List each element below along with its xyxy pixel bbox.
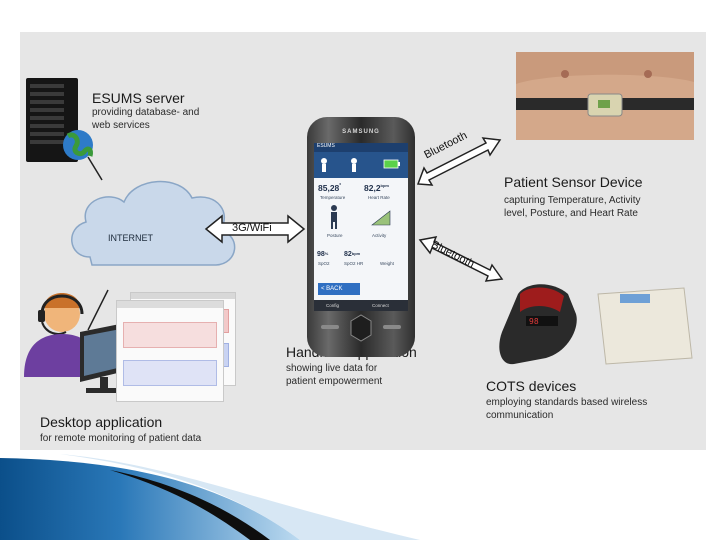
server-title: ESUMS server — [92, 90, 185, 106]
desktop-desc-line-1: for remote monitoring of patient data — [40, 433, 202, 445]
back-button[interactable]: < BACK — [318, 283, 360, 295]
weight-label: Weight — [380, 261, 394, 266]
phone-app-name: ESUMS — [317, 143, 335, 149]
cots-title: COTS devices — [486, 378, 577, 394]
desktop-screenshot-window-2 — [116, 300, 224, 402]
bluetooth-arrow-cots — [418, 236, 504, 282]
internet-cloud — [71, 180, 236, 266]
diagram-panel: 98 INTERNET 3G/WiFi Bluetooth Blue — [20, 32, 706, 450]
phone-side-keys — [321, 325, 401, 329]
server-desc-line-2: web services — [92, 120, 150, 132]
temperature-value: 85,28° — [318, 183, 342, 193]
phone-brand-logo: SAMSUNG — [342, 129, 380, 135]
phone-status-bar: ESUMS — [314, 143, 408, 152]
svg-text:98: 98 — [529, 317, 539, 326]
slide-swoosh-decoration — [0, 454, 420, 540]
phone-footer-bar: Config Connect — [314, 300, 408, 311]
connect-button[interactable]: Connect — [372, 303, 389, 308]
server-desc-line-1: providing database- and — [92, 107, 200, 119]
activity-icon — [371, 210, 391, 226]
phone-home-button-icon — [350, 314, 372, 342]
heart-rate-value: 82,2bpm — [364, 183, 389, 193]
temperature-label: Temperature — [320, 195, 346, 200]
cots-desc-line-1: employing standards based wireless — [486, 397, 648, 409]
internet-phone-arrow — [204, 214, 306, 244]
battery-icon — [383, 159, 400, 169]
sensor-desc-line-2: level, Posture, and Heart Rate — [504, 208, 638, 220]
config-button[interactable]: Config — [326, 303, 340, 308]
handheld-desc-line-1: showing live data for — [286, 363, 378, 375]
sensor-desc-line-1: capturing Temperature, Activity — [504, 195, 641, 207]
handheld-desc-line-2: patient empowerment — [286, 376, 383, 388]
spo2-label: SpO2 — [318, 261, 330, 266]
handheld-phone-photo: SAMSUNG ESUMS 85,28° — [307, 117, 415, 357]
server-cloud-line — [87, 156, 103, 181]
wifi-link-label: 3G/WiFi — [232, 222, 272, 234]
phone-device-status-row — [314, 152, 408, 178]
desktop-caption: Desktop application for remote monitorin… — [40, 414, 201, 445]
posture-label: Posture — [327, 233, 343, 238]
cots-desc-line-2: communication — [486, 410, 554, 422]
phone-screen: ESUMS 85,28° Temperature — [314, 143, 408, 311]
pulse-oximeter-photo: 98 — [499, 284, 577, 365]
spo2-value: 98% — [317, 251, 329, 258]
heart-rate-label: Heart Rate — [368, 195, 390, 200]
patient-sensor-photo — [516, 52, 694, 140]
desktop-cloud-line — [87, 289, 109, 331]
bluetooth-arrow-sensor — [416, 137, 502, 186]
server-caption: ESUMS server providing database- and web… — [92, 90, 199, 132]
activity-label: Activity — [372, 233, 387, 238]
spo2-hr-value: 82bpm — [344, 251, 361, 258]
sensor-caption: Patient Sensor Device capturing Temperat… — [504, 174, 643, 220]
sensor-title: Patient Sensor Device — [504, 174, 643, 190]
posture-icon — [331, 205, 337, 229]
sensor-connected-icon — [321, 158, 357, 172]
globe-icon — [63, 130, 93, 160]
internet-label: INTERNET — [108, 233, 153, 243]
desktop-title: Desktop application — [40, 414, 163, 430]
cots-caption: COTS devices employing standards based w… — [486, 378, 647, 422]
weight-scale-photo — [597, 287, 693, 365]
spo2-hr-label: SpO2 HR — [344, 261, 364, 266]
